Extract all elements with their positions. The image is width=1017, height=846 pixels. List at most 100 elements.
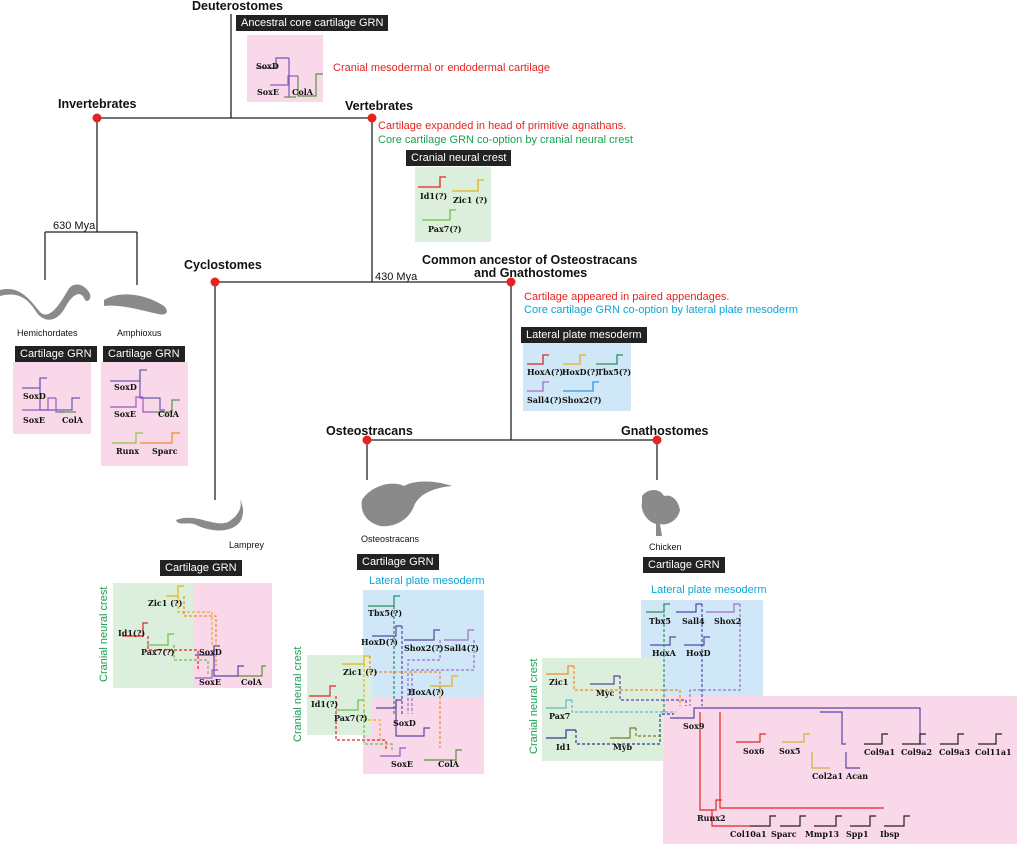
gene-chicken-runx2: Runx2 <box>697 813 726 823</box>
chicken-name: Chicken <box>649 542 682 552</box>
ancestral-box-title: Ancestral core cartilage GRN <box>236 15 389 31</box>
amphioxus-silhouette <box>104 294 167 315</box>
gene-osteo-pax7: Pax7(?) <box>334 713 368 723</box>
lpm-box <box>523 343 631 411</box>
ancestral-note: Cranial mesodermal or endodermal cartila… <box>333 62 551 74</box>
gene-lpm-hoxa: HoxA(?) <box>527 367 564 377</box>
gene-chicken-hoxd: HoxD <box>686 648 711 658</box>
osteo-gnatho-note-1: Cartilage appeared in paired appendages. <box>524 291 730 303</box>
label-cyclostomes: Cyclostomes <box>184 258 262 272</box>
lamprey-silhouette <box>176 496 244 531</box>
gene-chicken-col10a1: Col10a1 <box>730 829 767 839</box>
gene-osteo-zic1: Zic1 (?) <box>343 667 378 677</box>
osteo-blue-box <box>363 590 484 698</box>
gene-osteo-id1: Id1(?) <box>311 699 339 709</box>
gene-chicken-col9a3: Col9a3 <box>939 747 971 757</box>
gene-amphi-cola: ColA <box>158 409 179 419</box>
gene-chicken-myc: Myc <box>596 688 615 698</box>
gene-lpm-hoxd: HoxD(?) <box>562 367 599 377</box>
gene-chicken-zic1: Zic1 <box>549 677 569 687</box>
gene-chicken-spp1: Spp1 <box>846 829 869 839</box>
chicken-pink-box <box>663 696 1017 844</box>
gene-chicken-hoxa: HoxA <box>652 648 676 658</box>
gene-lpm-tbx5: Tbx5(?) <box>597 367 632 377</box>
gene-osteo-shox2: Shox2(?) <box>404 643 444 653</box>
gene-lamprey-zic1: Zic1 (?) <box>148 598 183 608</box>
osteostracans-lpm-label: Lateral plate mesoderm <box>369 575 485 587</box>
node-gnathostomes <box>652 435 662 445</box>
gene-lamprey-soxe: SoxE <box>199 677 221 687</box>
label-common-ancestor-2: and Gnathostomes <box>474 266 588 280</box>
gene-chicken-col2a1: Col2a1 <box>812 771 844 781</box>
gene-hemi-soxd: SoxD <box>23 391 46 401</box>
node-common-ancestor <box>506 277 516 287</box>
vertebrate-note-2: Core cartilage GRN co-option by cranial … <box>378 134 633 146</box>
label-common-ancestor-1: Common ancestor of Osteostracans <box>422 253 638 267</box>
gene-lamprey-pax7: Pax7(?) <box>141 647 175 657</box>
label-invertebrates: Invertebrates <box>58 97 137 111</box>
gene-hemi-cola: ColA <box>62 415 83 425</box>
gene-chicken-acan: Acan <box>846 771 869 781</box>
label-gnathostomes: Gnathostomes <box>621 424 709 438</box>
node-vertebrates <box>367 113 377 123</box>
gene-vert-zic1: Zic1 (?) <box>453 195 488 205</box>
node-cyclostomes <box>210 277 220 287</box>
gene-amphi-sparc: Sparc <box>152 446 178 456</box>
gene-chicken-mmp13: Mmp13 <box>805 829 840 839</box>
node-invertebrates <box>92 113 102 123</box>
gene-chicken-sox9: Sox9 <box>683 721 705 731</box>
osteostracans-side-label: Cranial neural crest <box>292 646 304 742</box>
osteostracans-name: Osteostracans <box>361 534 420 544</box>
gene-ancestral-soxd: SoxD <box>256 61 279 71</box>
gene-chicken-sparc: Sparc <box>771 829 797 839</box>
label-vertebrates: Vertebrates <box>345 99 414 113</box>
hemichordates-box-title: Cartilage GRN <box>15 346 97 362</box>
gene-osteo-soxe: SoxE <box>391 759 413 769</box>
gene-ancestral-soxe: SoxE <box>257 87 279 97</box>
gene-osteo-hoxd: HoxD(?) <box>361 637 398 647</box>
amphioxus-grn-box <box>101 362 188 466</box>
gene-chicken-id1: Id1 <box>556 742 571 752</box>
gene-osteo-sall4: Sall4(?) <box>444 643 479 653</box>
gene-chicken-sox6: Sox6 <box>743 746 765 756</box>
label-osteostracans: Osteostracans <box>326 424 413 438</box>
gene-osteo-tbx5: Tbx5(?) <box>368 608 403 618</box>
gene-lamprey-id1: Id1(?) <box>118 628 146 638</box>
label-deuterostomes: Deuterostomes <box>192 0 283 13</box>
label-630-mya: 630 Mya <box>53 220 96 232</box>
chicken-side-label: Cranial neural crest <box>528 658 540 754</box>
gene-amphi-soxd: SoxD <box>114 382 137 392</box>
label-430-mya: 430 Mya <box>375 271 418 283</box>
gene-osteo-cola: ColA <box>438 759 459 769</box>
gene-chicken-tbx5: Tbx5 <box>649 616 671 626</box>
lamprey-side-label: Cranial neural crest <box>98 586 110 682</box>
vertebrate-note-1: Cartilage expanded in head of primitive … <box>378 120 627 132</box>
osteostracans-box-title: Cartilage GRN <box>357 554 439 570</box>
hemichordate-silhouette <box>0 284 91 320</box>
gene-chicken-shox2: Shox2 <box>714 616 742 626</box>
gene-chicken-col9a2: Col9a2 <box>901 747 933 757</box>
gene-chicken-sox5: Sox5 <box>779 746 801 756</box>
lamprey-box-title: Cartilage GRN <box>160 560 242 576</box>
hemichordates-name: Hemichordates <box>17 328 78 338</box>
gene-lpm-shox2: Shox2(?) <box>562 395 602 405</box>
gene-vert-pax7: Pax7(?) <box>428 224 462 234</box>
vertebrate-ncc-title: Cranial neural crest <box>406 150 512 166</box>
amphioxus-box-title: Cartilage GRN <box>103 346 185 362</box>
gene-chicken-sall4: Sall4 <box>682 616 705 626</box>
node-osteostracans <box>362 435 372 445</box>
chicken-lpm-label: Lateral plate mesoderm <box>651 584 767 596</box>
lamprey-pink-box <box>192 583 272 688</box>
osteo-gnatho-note-2: Core cartilage GRN co-option by lateral … <box>524 304 798 316</box>
gene-chicken-ibsp: Ibsp <box>880 829 900 839</box>
gene-vert-id1: Id1(?) <box>420 191 448 201</box>
gene-lamprey-cola: ColA <box>241 677 262 687</box>
gene-hemi-soxe: SoxE <box>23 415 45 425</box>
gene-amphi-runx: Runx <box>116 446 140 456</box>
gene-osteo-hoxa: HoxA(?) <box>408 687 445 697</box>
gene-amphi-soxe: SoxE <box>114 409 136 419</box>
gene-chicken-col11a1: Col11a1 <box>975 747 1012 757</box>
chicken-box-title: Cartilage GRN <box>643 557 725 573</box>
